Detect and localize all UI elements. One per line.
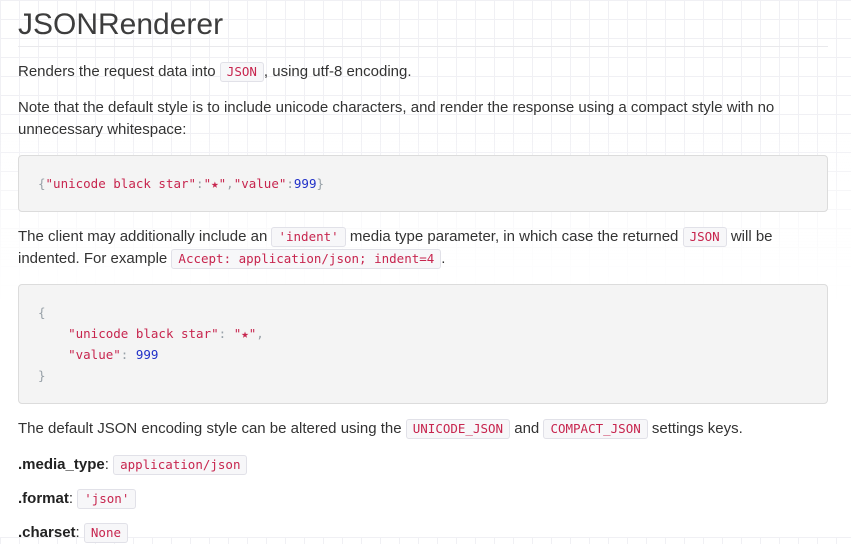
inline-code: UNICODE_JSON <box>405 419 511 439</box>
code-token: "unicode black star" <box>68 326 219 341</box>
property-value-code: None <box>83 523 128 543</box>
text-run: , using utf-8 encoding. <box>263 63 412 80</box>
code-token: "unicode black star" <box>45 176 197 191</box>
code-token: "★" <box>203 176 227 191</box>
code-token: , <box>256 326 264 341</box>
property-value-code: 'json' <box>77 489 137 509</box>
inline-code: COMPACT_JSON <box>543 419 648 439</box>
code-block-indented-json: { "unicode black star": "★", "value": 99… <box>18 284 828 404</box>
code-token: 999 <box>135 347 159 362</box>
code-token: , <box>226 176 234 191</box>
property-media-type: .media_type: application/json <box>18 454 828 476</box>
text-run: The client may additionally include an <box>18 228 272 245</box>
paragraph-note: Note that the default style is to includ… <box>18 97 828 141</box>
code-token: "★" <box>233 326 257 341</box>
code-token: } <box>316 176 325 191</box>
text-run: media type parameter, in which case the … <box>345 228 683 245</box>
code-token: } <box>38 368 46 383</box>
property-separator: : <box>104 456 109 473</box>
paragraph-intro: Renders the request data into JSON, usin… <box>18 61 828 83</box>
property-separator: : <box>75 524 80 541</box>
code-token: { <box>38 305 46 320</box>
code-token: 999 <box>293 176 317 191</box>
code-token <box>128 347 136 362</box>
code-token: { <box>38 176 46 191</box>
property-separator: : <box>68 490 74 507</box>
paragraph-indent: The client may additionally include an '… <box>18 226 828 270</box>
code-token: "value" <box>68 347 121 362</box>
property-label: .media_type <box>18 456 105 473</box>
text-run: . <box>441 250 446 267</box>
property-charset: .charset: None <box>18 522 828 544</box>
inline-code: JSON <box>219 62 264 82</box>
code-token <box>38 326 68 341</box>
code-token: : <box>196 176 204 191</box>
inline-code: JSON <box>682 227 727 247</box>
code-block-compact-json: {"unicode black star":"★","value":999} <box>18 155 828 212</box>
text-run: Note that the default style is to includ… <box>18 99 775 138</box>
property-value-code: application/json <box>113 455 248 475</box>
inline-code: 'indent' <box>271 227 346 247</box>
paragraph-settings: The default JSON encoding style can be a… <box>18 418 828 440</box>
inline-code: Accept: application/json; indent=4 <box>171 249 442 269</box>
code-token: : <box>120 347 129 362</box>
text-run: The default JSON encoding style can be a… <box>18 420 406 437</box>
text-run: will be indented. For example <box>18 228 773 267</box>
code-token: : <box>218 326 227 341</box>
code-token: : <box>286 176 294 191</box>
property-label: .charset <box>18 524 76 541</box>
code-token <box>226 326 234 341</box>
property-label: .format <box>18 490 69 507</box>
code-token: "value" <box>233 176 287 191</box>
code-token <box>38 347 68 362</box>
text-run: and <box>510 420 544 437</box>
property-format: .format: 'json' <box>18 488 828 510</box>
page-title: JSONRenderer <box>18 8 828 47</box>
text-run: Renders the request data into <box>18 63 220 80</box>
text-run: settings keys. <box>647 420 743 437</box>
